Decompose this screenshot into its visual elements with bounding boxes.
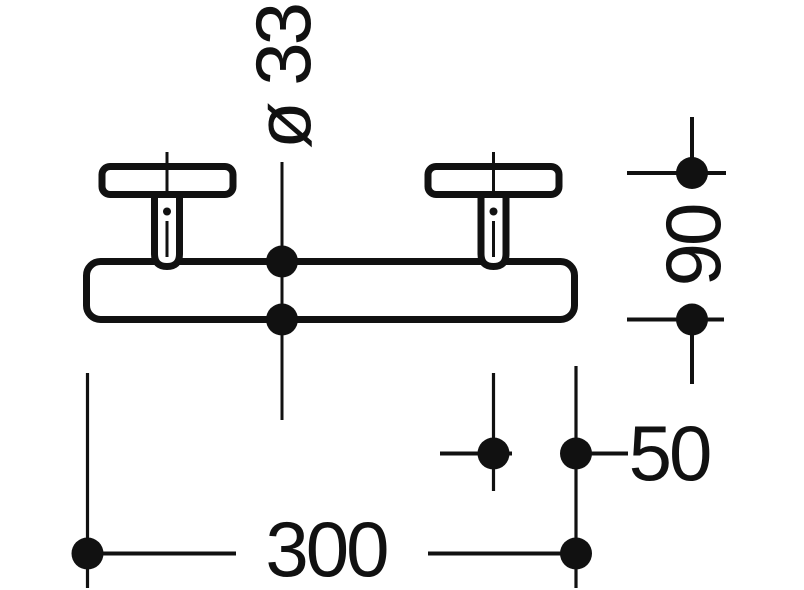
right-post xyxy=(424,152,563,271)
centerline-dot xyxy=(489,207,498,216)
dimension-dot xyxy=(266,245,298,278)
dimension-dot xyxy=(266,303,298,336)
height-label: 90 xyxy=(649,205,737,286)
dimension-dot xyxy=(676,157,708,189)
dimension-dot xyxy=(477,437,510,470)
end-offset-label: 50 xyxy=(629,409,710,497)
grab-bar xyxy=(83,258,578,323)
end-offset-dimension: 50 xyxy=(440,366,713,588)
left-post xyxy=(98,152,237,271)
diameter-label: ø 33 xyxy=(239,5,327,149)
grab-bar-outline xyxy=(83,258,578,323)
diameter-dimension xyxy=(266,162,298,420)
height-dimension: 90 xyxy=(627,117,737,384)
dimension-dot xyxy=(560,537,592,570)
centerline-dot xyxy=(163,207,171,216)
length-label: 300 xyxy=(265,505,387,590)
length-dimension: 300 xyxy=(71,373,592,590)
